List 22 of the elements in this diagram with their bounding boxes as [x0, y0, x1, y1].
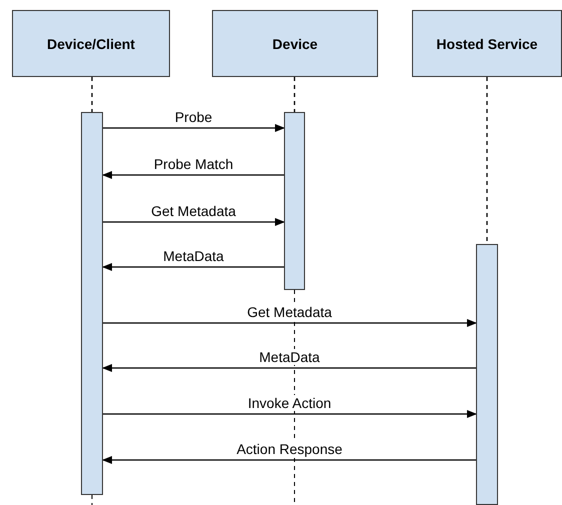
participant-box: Hosted Service [412, 10, 562, 77]
activation-bar [284, 112, 305, 290]
message-arrow [103, 218, 285, 226]
message-arrow [103, 319, 477, 327]
lifeline [486, 77, 488, 244]
message-arrow [102, 263, 284, 271]
message-label: Action Response [234, 441, 344, 457]
message-arrow [103, 124, 285, 132]
message-arrow [102, 171, 284, 179]
message-label: MetaData [257, 349, 322, 365]
participant-box: Device [212, 10, 378, 77]
activation-bar [81, 112, 103, 495]
lifeline [294, 77, 296, 112]
message-label: Get Metadata [149, 203, 238, 219]
message-label: MetaData [161, 248, 226, 264]
message-arrow [102, 364, 476, 372]
lifeline [91, 77, 93, 112]
participant-box: Device/Client [12, 10, 170, 77]
message-label: Get Metadata [245, 304, 334, 320]
message-arrow [103, 410, 477, 418]
activation-bar [476, 244, 498, 505]
message-arrow [102, 456, 476, 464]
